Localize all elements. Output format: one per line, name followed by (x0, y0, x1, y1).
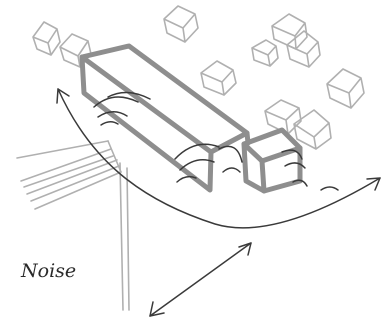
house-sketch (32, 21, 61, 56)
background-houses (32, 5, 365, 150)
house-sketch (163, 5, 199, 43)
house-sketch (200, 60, 237, 96)
noise-waves (93, 91, 339, 191)
small-building-block (241, 127, 303, 194)
house-sketch (271, 13, 308, 50)
noise-propagation-curve (56, 88, 381, 229)
bottom-arrow (149, 242, 252, 317)
noise-label: Noise (20, 260, 76, 282)
house-sketch (286, 30, 321, 68)
house-sketch (251, 39, 279, 67)
bridge-structure (16, 140, 130, 311)
house-sketch (326, 68, 365, 109)
main-building-block (79, 43, 251, 193)
house-sketch (293, 109, 332, 150)
